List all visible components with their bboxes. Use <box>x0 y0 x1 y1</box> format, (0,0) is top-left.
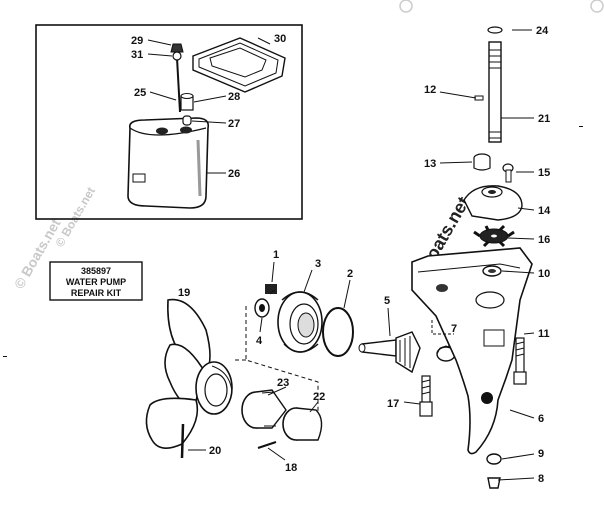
screw-15 <box>502 163 514 183</box>
callout-4: 4 <box>256 335 263 347</box>
callout-16: 16 <box>538 234 550 246</box>
callout-7: 7 <box>451 323 457 335</box>
callout-11: 11 <box>538 328 550 340</box>
main-callouts: 24 12 21 13 15 14 16 10 11 6 9 8 7 5 17 … <box>178 25 551 485</box>
kit-line-3: REPAIR KIT <box>71 288 122 298</box>
callout-9: 9 <box>538 448 544 460</box>
pin-18 <box>257 441 286 461</box>
watermark-circle-top <box>399 0 413 13</box>
washer-9 <box>486 453 502 465</box>
pin-20 <box>180 423 206 459</box>
callout-31: 31 <box>131 49 143 61</box>
plate-10 <box>482 265 502 277</box>
callout-18: 18 <box>285 462 297 474</box>
drive-shaft-21 <box>474 26 503 143</box>
callout-12: 12 <box>424 84 436 96</box>
pump-housing-14 <box>463 185 523 221</box>
callout-8: 8 <box>538 473 544 485</box>
callout-5: 5 <box>384 295 390 307</box>
bearing-housing-3 <box>277 269 323 353</box>
callout-23: 23 <box>277 377 289 389</box>
gasket-30 <box>192 37 286 93</box>
callout-20: 20 <box>209 445 221 457</box>
callout-26: 26 <box>228 168 240 180</box>
callout-15: 15 <box>538 167 550 179</box>
callout-13: 13 <box>424 158 436 170</box>
screw-1 <box>265 261 277 295</box>
bushing-13 <box>473 153 491 171</box>
bearing-23 <box>241 386 287 429</box>
inset-callouts: 29 31 25 30 28 27 26 <box>131 33 286 180</box>
gearcase-6 <box>411 247 533 455</box>
repair-kit-box: 385897 WATER PUMP REPAIR KIT <box>49 261 143 301</box>
inset-frame <box>35 24 303 220</box>
callout-17: 17 <box>387 398 399 410</box>
callout-29: 29 <box>131 35 143 47</box>
kit-line-2: WATER PUMP <box>66 277 126 287</box>
watermark-inset: © Boats.net <box>52 185 98 250</box>
kit-part-number: 385897 <box>81 266 111 276</box>
callout-14: 14 <box>538 205 551 217</box>
kit-bracket <box>245 306 319 432</box>
callout-22: 22 <box>313 391 325 403</box>
bolt-11 <box>513 337 527 385</box>
bolt-17 <box>419 375 433 417</box>
callout-10: 10 <box>538 268 550 280</box>
bushing-22 <box>282 401 323 441</box>
callout-25: 25 <box>134 87 146 99</box>
spacer-4 <box>254 298 270 318</box>
callout-27: 27 <box>228 118 240 130</box>
callout-6: 6 <box>538 413 544 425</box>
o-ring-2 <box>322 279 354 357</box>
housing-26 <box>127 117 210 209</box>
callout-30: 30 <box>274 33 286 45</box>
propeller-shaft-5 <box>358 307 421 374</box>
callout-28: 28 <box>228 91 240 103</box>
callout-2: 2 <box>347 268 353 280</box>
callout-19: 19 <box>178 287 190 299</box>
callout-1: 1 <box>273 249 279 261</box>
callout-3: 3 <box>315 258 321 270</box>
rod-assembly <box>170 43 194 126</box>
callout-leaders <box>259 29 535 481</box>
stray-marks <box>3 126 583 357</box>
impeller-16 <box>473 224 515 248</box>
plug-8 <box>487 477 501 489</box>
propeller-19 <box>145 298 233 449</box>
inset-leaders <box>147 37 271 174</box>
callout-21: 21 <box>538 113 550 125</box>
callout-24: 24 <box>536 25 549 37</box>
watermark-circle-top-right <box>590 0 604 13</box>
